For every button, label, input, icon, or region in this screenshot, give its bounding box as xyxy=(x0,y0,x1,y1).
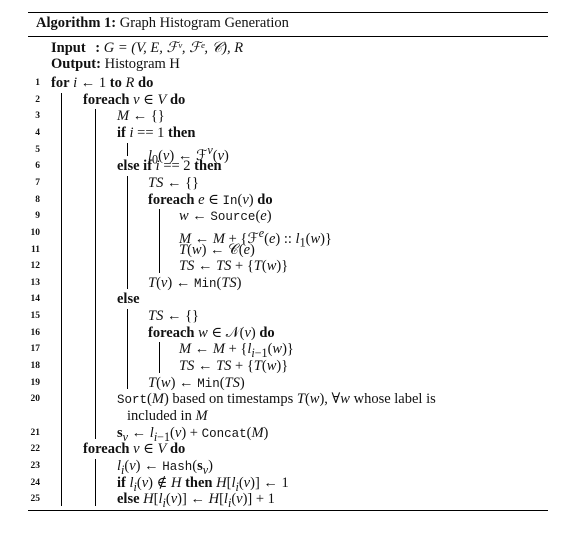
block-guide-line xyxy=(127,175,128,290)
line-number: 4 xyxy=(35,127,40,138)
line-number: 14 xyxy=(30,294,41,305)
line-number: 24 xyxy=(30,477,41,488)
line-code: included in M xyxy=(127,408,208,424)
line-code: M ← {} xyxy=(117,108,165,125)
line-code: if li(v) ∉ H then H[li(v)] ← 1 xyxy=(117,474,289,494)
line-number: 23 xyxy=(30,460,41,471)
line-code: foreach v ∈ V do xyxy=(83,91,186,108)
line-code: Sort(M) based on timestamps T(w), ∀w who… xyxy=(117,391,436,408)
line-code: T(v) ← Min(TS) xyxy=(148,274,242,291)
line-code: TS ← {} xyxy=(148,308,199,325)
line-code: else xyxy=(117,291,140,308)
output-label: Output: xyxy=(51,56,101,72)
line-code: foreach w ∈ 𝒩(v) do xyxy=(148,324,275,341)
line-code: M ← M + {li−1(w)} xyxy=(179,341,294,361)
top-rule xyxy=(28,12,548,13)
input-value: G = (V, E, ℱᵛ, ℱᵉ, 𝒞), R xyxy=(103,40,244,56)
line-code: sv ← li−1(v) + Concat(M) xyxy=(117,424,269,444)
line-number: 17 xyxy=(30,344,41,355)
line-number: 10 xyxy=(30,227,41,238)
block-guide-line xyxy=(127,142,128,157)
line-number xyxy=(18,408,40,424)
line-code: w ← Source(e) xyxy=(179,208,272,225)
line-code: TS ← TS + {T(w)} xyxy=(179,258,289,275)
line-number: 6 xyxy=(35,161,40,172)
line-code: else if i == 2 then xyxy=(117,158,222,175)
line-number: 5 xyxy=(35,144,40,155)
line-number: 11 xyxy=(31,244,40,255)
output-value: Histogram H xyxy=(104,56,180,72)
block-guide-line xyxy=(61,92,62,506)
input-sep: : xyxy=(95,40,101,56)
line-code: M ← M + {ℱe(e) :: l1(w)} xyxy=(179,225,332,250)
line-number: 9 xyxy=(35,211,40,222)
line-number: 16 xyxy=(30,327,41,338)
line-number: 15 xyxy=(30,311,41,322)
line-code: T(w) ← Min(TS) xyxy=(148,374,245,391)
block-guide-line xyxy=(95,109,96,440)
line-number: 20 xyxy=(30,394,41,405)
block-guide-line xyxy=(127,309,128,390)
line-number: 19 xyxy=(30,377,41,388)
algorithm-name: Graph Histogram Generation xyxy=(119,15,289,31)
line-code: else H[li(v)] ← H[li(v)] + 1 xyxy=(117,491,275,511)
line-code: foreach v ∈ V do xyxy=(83,441,186,458)
line-number: 22 xyxy=(30,444,41,455)
line-number: 25 xyxy=(30,494,41,505)
input-label: Input xyxy=(51,40,86,56)
line-code: TS ← {} xyxy=(148,174,199,191)
line-number: 1 xyxy=(35,78,40,88)
line-number: 7 xyxy=(35,177,40,188)
block-guide-line xyxy=(95,458,96,506)
line-code: for i ← 1 to R do xyxy=(51,75,154,91)
line-code: if i == 1 then xyxy=(117,124,196,141)
line-code: TS ← TS + {T(w)} xyxy=(179,358,289,375)
line-number: 21 xyxy=(30,427,41,438)
line-code: li(v) ← Hash(sv) xyxy=(117,457,213,477)
line-number: 13 xyxy=(30,277,41,288)
block-guide-line xyxy=(159,342,160,373)
line-number: 18 xyxy=(30,361,41,372)
line-number: 8 xyxy=(35,194,40,205)
line-number: 2 xyxy=(35,94,40,105)
line-code: T(w) ← 𝒞(e) xyxy=(179,241,255,258)
bottom-rule xyxy=(28,510,548,511)
line-code: foreach e ∈ In(v) do xyxy=(148,191,273,208)
block-guide-line xyxy=(159,209,160,273)
line-number: 12 xyxy=(30,261,41,272)
line-number: 3 xyxy=(35,111,40,122)
algorithm-label: Algorithm 1: xyxy=(36,15,117,31)
line-code: l0(v) ← ℱv(v) xyxy=(148,142,229,167)
title-rule xyxy=(28,36,548,37)
algorithm-title: Algorithm 1: Graph Histogram Generation xyxy=(36,15,289,32)
